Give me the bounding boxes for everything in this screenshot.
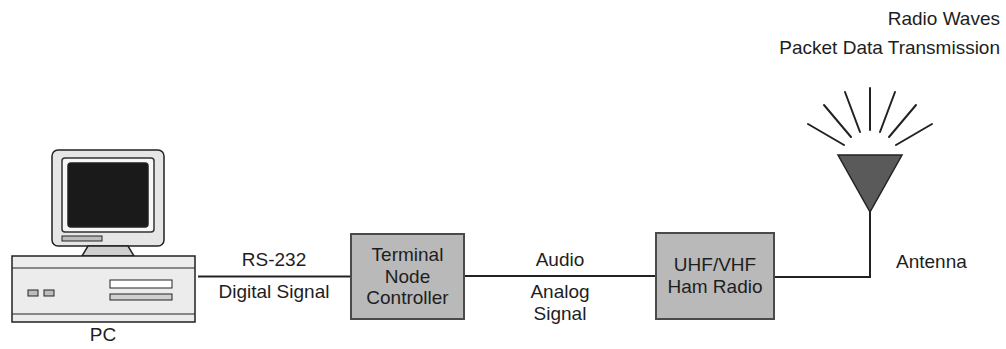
process-box: UHF/VHF Ham Radio xyxy=(655,232,775,320)
antenna-illustration xyxy=(775,88,932,277)
signal-label: RS-232 xyxy=(242,249,306,271)
signal-label: Antenna xyxy=(896,251,967,273)
node-label: UHF/VHF Ham Radio xyxy=(663,254,767,298)
process-box: Terminal Node Controller xyxy=(350,233,465,320)
signal-label: Audio xyxy=(536,249,585,271)
signal-label: Analog Signal xyxy=(520,281,600,325)
signal-label: Packet Data Transmission xyxy=(779,37,1000,59)
signal-wire xyxy=(465,275,655,277)
node-label: Terminal Node Controller xyxy=(358,244,457,310)
computer-node: PC xyxy=(8,148,198,349)
pc-illustration xyxy=(12,150,195,322)
signal-label: Digital Signal xyxy=(219,281,330,303)
signal-wire xyxy=(198,276,350,278)
signal-label: Radio Waves xyxy=(888,8,1000,30)
node-label: PC xyxy=(8,324,198,346)
